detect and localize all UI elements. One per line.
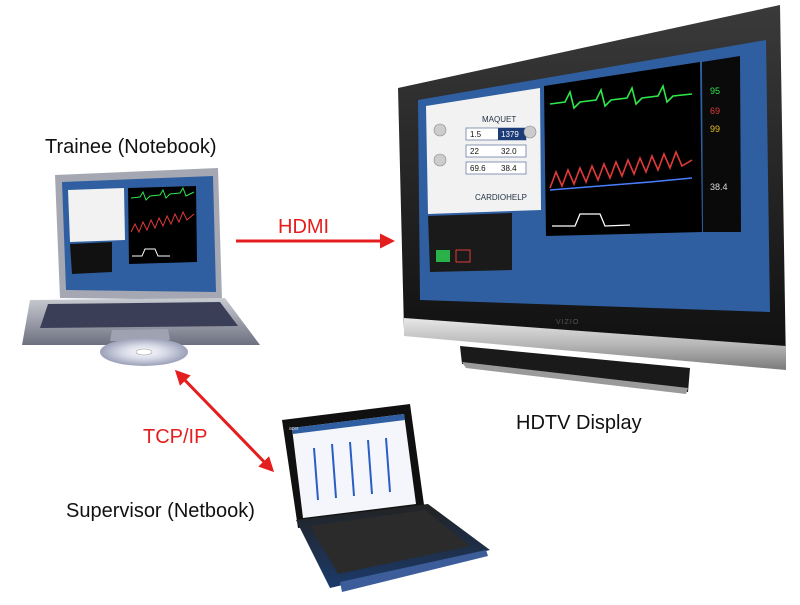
readout-4: 32.0 xyxy=(501,147,517,156)
tv-monitor-panel xyxy=(544,62,702,236)
readout-6: 38.4 xyxy=(501,164,517,173)
netbook-brand-logo: acer xyxy=(289,426,299,432)
tv-knob-icon xyxy=(434,124,446,136)
trainee-notebook xyxy=(22,168,260,366)
hdtv-label: HDTV Display xyxy=(516,412,642,435)
hdtv-display: MAQUET CARDIOHELP 1.5 1379 22 32.0 69.6 … xyxy=(398,5,786,394)
readout-5: 69.6 xyxy=(470,164,486,173)
tv-device-subtitle: CARDIOHELP xyxy=(475,193,527,202)
tcpip-label: TCP/IP xyxy=(143,426,207,449)
supervisor-netbook: acer xyxy=(282,404,490,592)
readout-3: 22 xyxy=(470,147,479,156)
side-value-2: 69 xyxy=(710,106,720,116)
readout-2: 1379 xyxy=(501,130,519,139)
trainee-label: Trainee (Notebook) xyxy=(45,136,217,159)
tv-green-button-icon xyxy=(436,250,450,262)
side-value-3: 99 xyxy=(710,124,720,134)
supervisor-label: Supervisor (Netbook) xyxy=(66,500,255,523)
notebook-keyboard xyxy=(40,302,238,328)
side-value-4: 38.4 xyxy=(710,182,728,192)
tcpip-arrow xyxy=(177,372,272,470)
side-value-1: 95 xyxy=(710,86,720,96)
hdmi-label: HDMI xyxy=(278,216,329,239)
tv-brand-logo: VIZIO xyxy=(556,319,579,326)
readout-1: 1.5 xyxy=(470,130,482,139)
tv-device-title: MAQUET xyxy=(482,115,516,124)
tv-mini-panel xyxy=(428,213,512,272)
